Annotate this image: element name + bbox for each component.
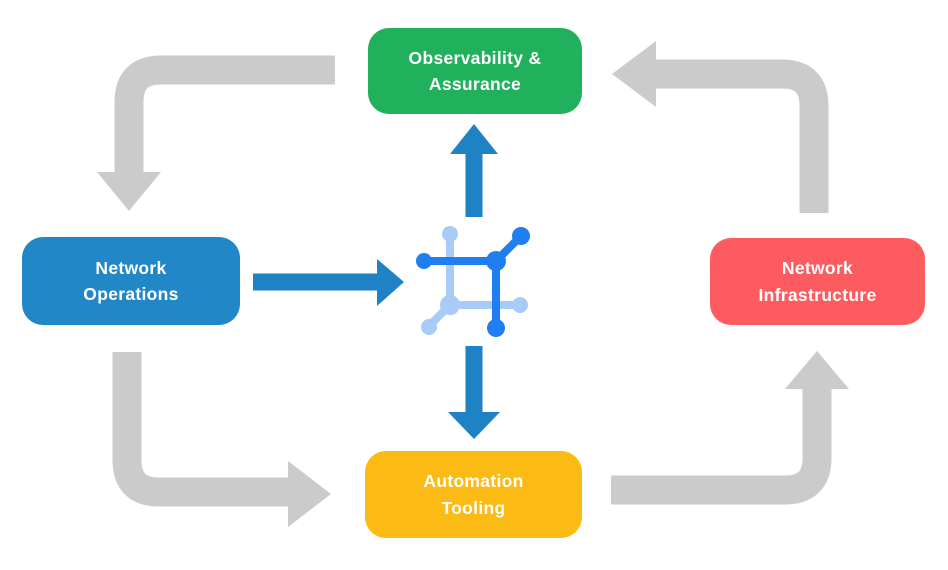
network-icon-secondary-nodes xyxy=(421,226,528,335)
node-automation-label: Automation Tooling xyxy=(423,471,524,518)
icon-node xyxy=(421,319,437,335)
node-infrastructure-label: Network Infrastructure xyxy=(758,258,877,305)
icon-node xyxy=(512,297,528,313)
node-observability-label: Observability & Assurance xyxy=(408,47,542,94)
icon-node xyxy=(442,226,458,242)
network-mesh-icon xyxy=(416,226,530,337)
node-network-operations: Network Operations xyxy=(22,237,240,325)
arrowhead-down-icon xyxy=(97,172,161,211)
cycle-arrow-observability-to-operations xyxy=(114,55,335,173)
flow-arrow-lines xyxy=(253,154,483,412)
node-network-infrastructure: Network Infrastructure xyxy=(710,238,925,325)
icon-node xyxy=(440,295,460,315)
flow-arrowhead-up-icon xyxy=(450,124,498,154)
cycle-arrow-infrastructure-to-observability xyxy=(656,59,829,213)
node-operations-label: Network Operations xyxy=(83,257,179,304)
flow-arrowheads xyxy=(377,124,500,439)
node-observability-assurance: Observability & Assurance xyxy=(368,28,582,114)
network-icon-primary-nodes xyxy=(416,227,530,337)
cycle-arrowheads xyxy=(97,41,849,527)
arrowhead-up-icon xyxy=(785,351,849,389)
icon-node xyxy=(486,251,506,271)
icon-node xyxy=(487,319,505,337)
icon-node xyxy=(512,227,530,245)
arrowhead-right-icon xyxy=(288,461,331,527)
cycle-arrow-automation-to-infrastructure xyxy=(611,389,832,505)
cycle-arrow-lines xyxy=(112,55,832,507)
icon-node xyxy=(416,253,432,269)
flow-arrowhead-right-icon xyxy=(377,259,404,306)
cycle-arrow-operations-to-automation xyxy=(112,352,288,507)
node-automation-tooling: Automation Tooling xyxy=(365,451,582,538)
arrowhead-left-icon xyxy=(612,41,656,107)
flow-arrowhead-down-icon xyxy=(448,412,500,439)
